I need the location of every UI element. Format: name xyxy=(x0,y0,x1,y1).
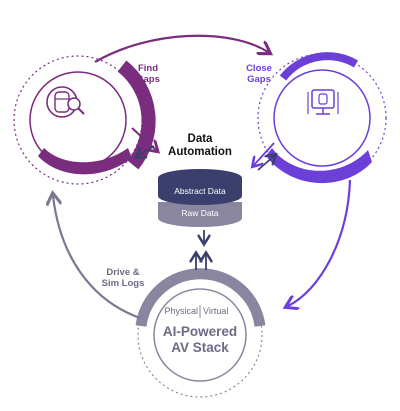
stack-top-arc xyxy=(135,268,266,327)
find-gaps-arrow xyxy=(94,34,268,63)
evaluate-bottom-band xyxy=(38,148,132,175)
evaluate-node xyxy=(13,55,156,185)
database-cylinder xyxy=(158,169,242,227)
find-gaps-line2: Gaps xyxy=(136,73,160,85)
generate-to-stack-arrow xyxy=(288,179,352,306)
hub-title-line1: Data xyxy=(187,133,213,145)
car-magnifier-icon xyxy=(46,86,85,118)
cylinder-top xyxy=(158,169,242,187)
close-gaps-label: Close Gaps xyxy=(240,63,278,86)
av-stack-line2: AV Stack xyxy=(171,339,229,355)
find-gaps-line1: Find xyxy=(137,63,159,74)
close-gaps-line1: Close xyxy=(246,63,272,74)
raw-data-label: Raw Data xyxy=(181,208,219,218)
evaluate-title: Evaluate xyxy=(50,128,106,143)
data-to-generate-arrow xyxy=(257,156,274,171)
generate-to-data-arrow xyxy=(254,142,275,165)
find-gaps-label: Find Gaps xyxy=(130,63,166,86)
data-to-evaluate-arrow xyxy=(138,145,155,156)
drive-logs-label: Drive & Sim Logs xyxy=(96,267,150,290)
drive-logs-line1: Drive & xyxy=(106,267,140,278)
drive-logs-line2: Sim Logs xyxy=(101,277,145,289)
generate-title: Generate xyxy=(293,126,353,141)
virtual-label: Virtual xyxy=(203,306,229,316)
hub-title-line2: Automation xyxy=(168,146,232,159)
av-stack-line1: AI-Powered xyxy=(162,324,238,339)
av-stack-node xyxy=(135,268,266,398)
stack-to-evaluate-arrow xyxy=(53,196,141,320)
abstract-data-label: Abstract Data xyxy=(174,186,226,196)
data-automation-title: Data Automation xyxy=(160,133,240,159)
close-gaps-line2: Gaps xyxy=(247,73,271,85)
generate-node xyxy=(257,52,387,184)
physical-label: Physical xyxy=(164,306,198,316)
stack-inner-circle xyxy=(153,288,247,382)
generate-inner-circle xyxy=(273,69,371,167)
raw-data-layer xyxy=(158,202,242,227)
generate-bottom-band xyxy=(266,148,372,184)
generate-top-arc xyxy=(279,52,359,81)
monitor-car-icon xyxy=(307,89,339,115)
av-stack-title: AI-Powered AV Stack xyxy=(150,324,250,355)
